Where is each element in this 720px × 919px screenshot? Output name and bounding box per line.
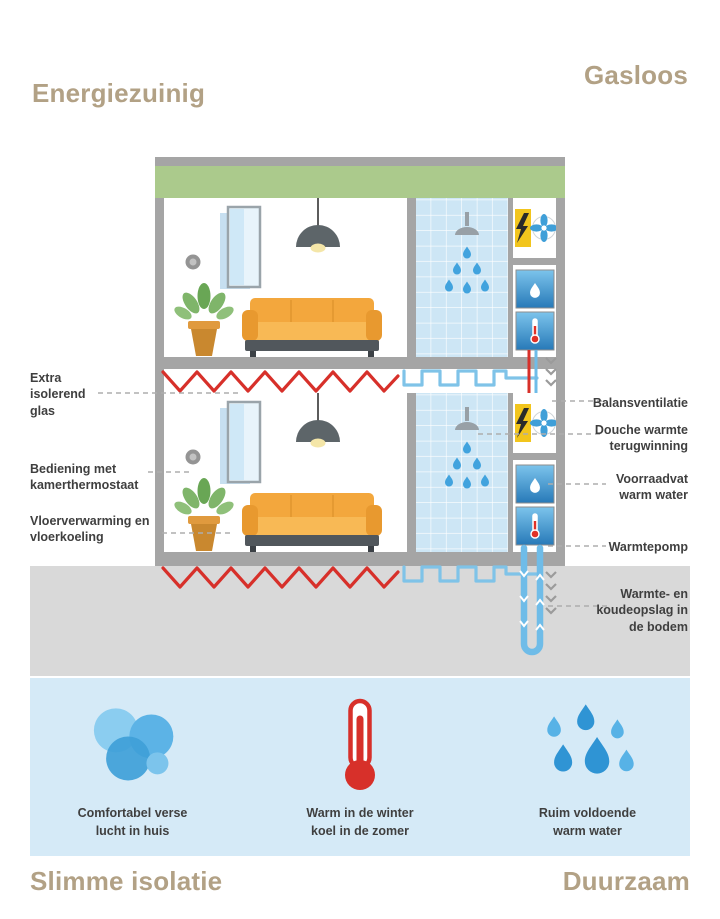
heading-slimme-isolatie: Slimme isolatie [30, 866, 223, 896]
outer-walls [155, 198, 565, 566]
house-diagram [30, 157, 690, 676]
upper-floor [164, 198, 558, 357]
callout-lines [98, 392, 608, 607]
bathroom-pipe-loop [402, 369, 539, 583]
feature-warm-water: Ruim voldoende warm water [495, 678, 680, 856]
benefits-panel: Comfortabel verse lucht in huis Warm in … [30, 678, 690, 856]
ground-loop-pipe [519, 544, 545, 656]
label-warmte-koudeopslag: Warmte- en koudeopslag in de bodem [596, 587, 688, 634]
label-bediening-kamerthermostaat: Bediening met kamerthermostaat [30, 462, 139, 493]
feature-caption-temperature: Warm in de winter koel in de zomer [306, 806, 414, 839]
roof [155, 157, 565, 198]
heading-duurzaam: Duurzaam [562, 866, 690, 896]
ventilation-icon [93, 708, 173, 781]
floor-slab-upper [155, 357, 565, 369]
label-vloerverwarming: Vloerverwarming en vloerkoeling [30, 514, 150, 545]
feature-caption-fresh-air: Comfortabel verse lucht in huis [77, 806, 188, 839]
feature-fresh-air: Comfortabel verse lucht in huis [40, 678, 225, 856]
heading-gasloos: Gasloos [584, 60, 688, 90]
label-balansventilatie: Balansventilatie [592, 396, 688, 410]
feature-caption-warm-water: Ruim voldoende warm water [538, 806, 637, 839]
thermometer-icon [345, 698, 375, 790]
water-drops-icon [546, 703, 634, 774]
label-extra-isolerend-glas: Extra isolerend glas [30, 371, 86, 418]
floor-slab-ground [155, 552, 565, 566]
label-warmtepomp: Warmtepomp [608, 540, 688, 554]
heading-energiezuinig: Energiezuinig [32, 78, 206, 108]
flow-chevrons [545, 357, 557, 615]
label-douche-warmte-terugwinning: Douche warmte terugwinning [594, 423, 688, 454]
riser-pipes [527, 350, 538, 393]
label-voorraadvat-warm-water: Voorraadvat warm water [615, 472, 688, 503]
feature-temperature: Warm in de winter koel in de zomer [268, 678, 453, 856]
floor-heating-pipes [161, 370, 400, 589]
ground [30, 566, 690, 676]
lower-floor [164, 393, 558, 552]
roof-insulation [155, 166, 565, 198]
